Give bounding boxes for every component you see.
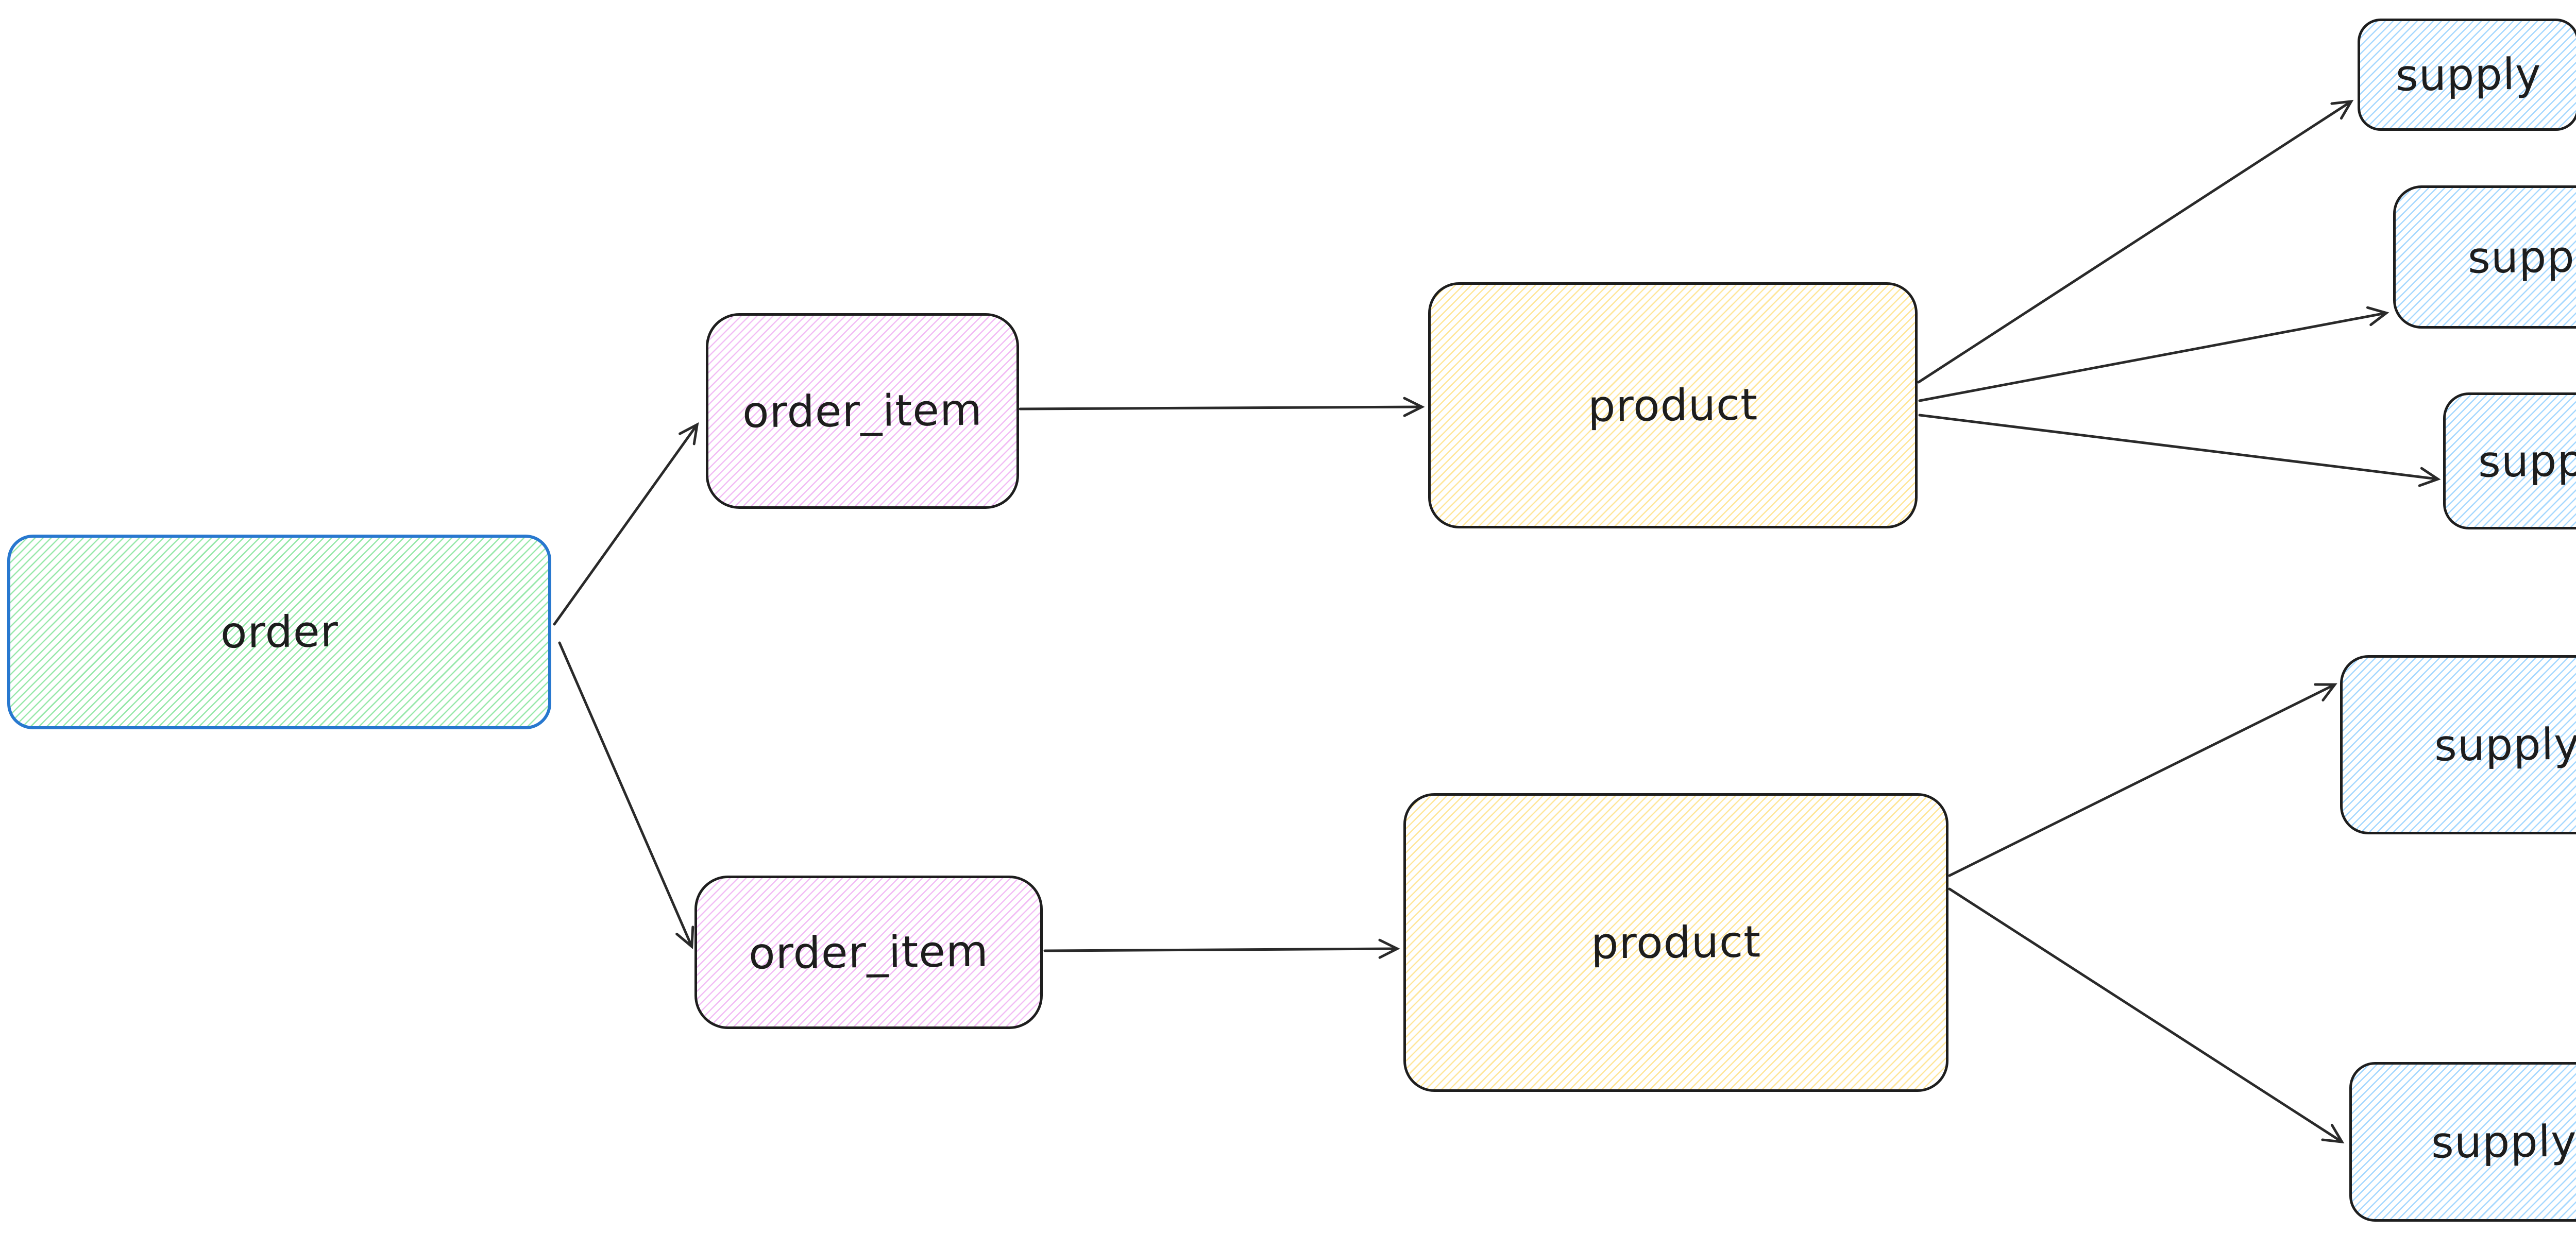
node-supply-top-3-label: supply — [2478, 435, 2576, 487]
arrow-order-item-bottom-to-product-bottom[interactable] — [1043, 938, 1400, 959]
arrow-product-bottom-to-supply-5[interactable] — [1948, 887, 2345, 1144]
node-order-item-top-label: order_item — [742, 384, 983, 438]
arrow-order-item-top-to-product-top[interactable] — [1019, 397, 1425, 417]
node-supply-bottom-1[interactable]: supply — [2340, 655, 2576, 834]
node-supply-top-2-label: supply — [2467, 231, 2576, 283]
arrow-product-bottom-to-supply-4[interactable] — [1948, 683, 2337, 877]
node-order-label: order — [219, 606, 339, 658]
arrow-product-top-to-supply-3[interactable] — [1918, 414, 2441, 487]
arrow-product-top-to-supply-2[interactable] — [1918, 306, 2389, 402]
arrow-order-to-order-item-top[interactable] — [553, 422, 699, 626]
node-supply-top-3[interactable]: supply — [2443, 392, 2576, 529]
node-supply-bottom-1-label: supply — [2434, 718, 2576, 771]
node-order[interactable]: order — [7, 535, 551, 729]
node-supply-top-1[interactable]: supply — [2358, 19, 2576, 131]
node-supply-bottom-2[interactable]: supply — [2349, 1062, 2576, 1222]
arrow-product-top-to-supply-1[interactable] — [1917, 99, 2354, 384]
node-supply-top-2[interactable]: supply — [2393, 185, 2576, 329]
node-supply-top-1-label: supply — [2395, 48, 2541, 101]
node-order-item-bottom-label: order_item — [748, 926, 989, 979]
node-product-top[interactable]: product — [1428, 282, 1918, 528]
node-product-bottom-label: product — [1590, 916, 1761, 969]
arrow-order-to-order-item-bottom[interactable] — [558, 641, 694, 949]
node-supply-bottom-2-label: supply — [2431, 1116, 2576, 1168]
node-product-top-label: product — [1587, 379, 1758, 432]
node-order-item-bottom[interactable]: order_item — [694, 876, 1043, 1029]
node-order-item-top[interactable]: order_item — [706, 313, 1019, 509]
node-product-bottom[interactable]: product — [1403, 793, 1948, 1092]
